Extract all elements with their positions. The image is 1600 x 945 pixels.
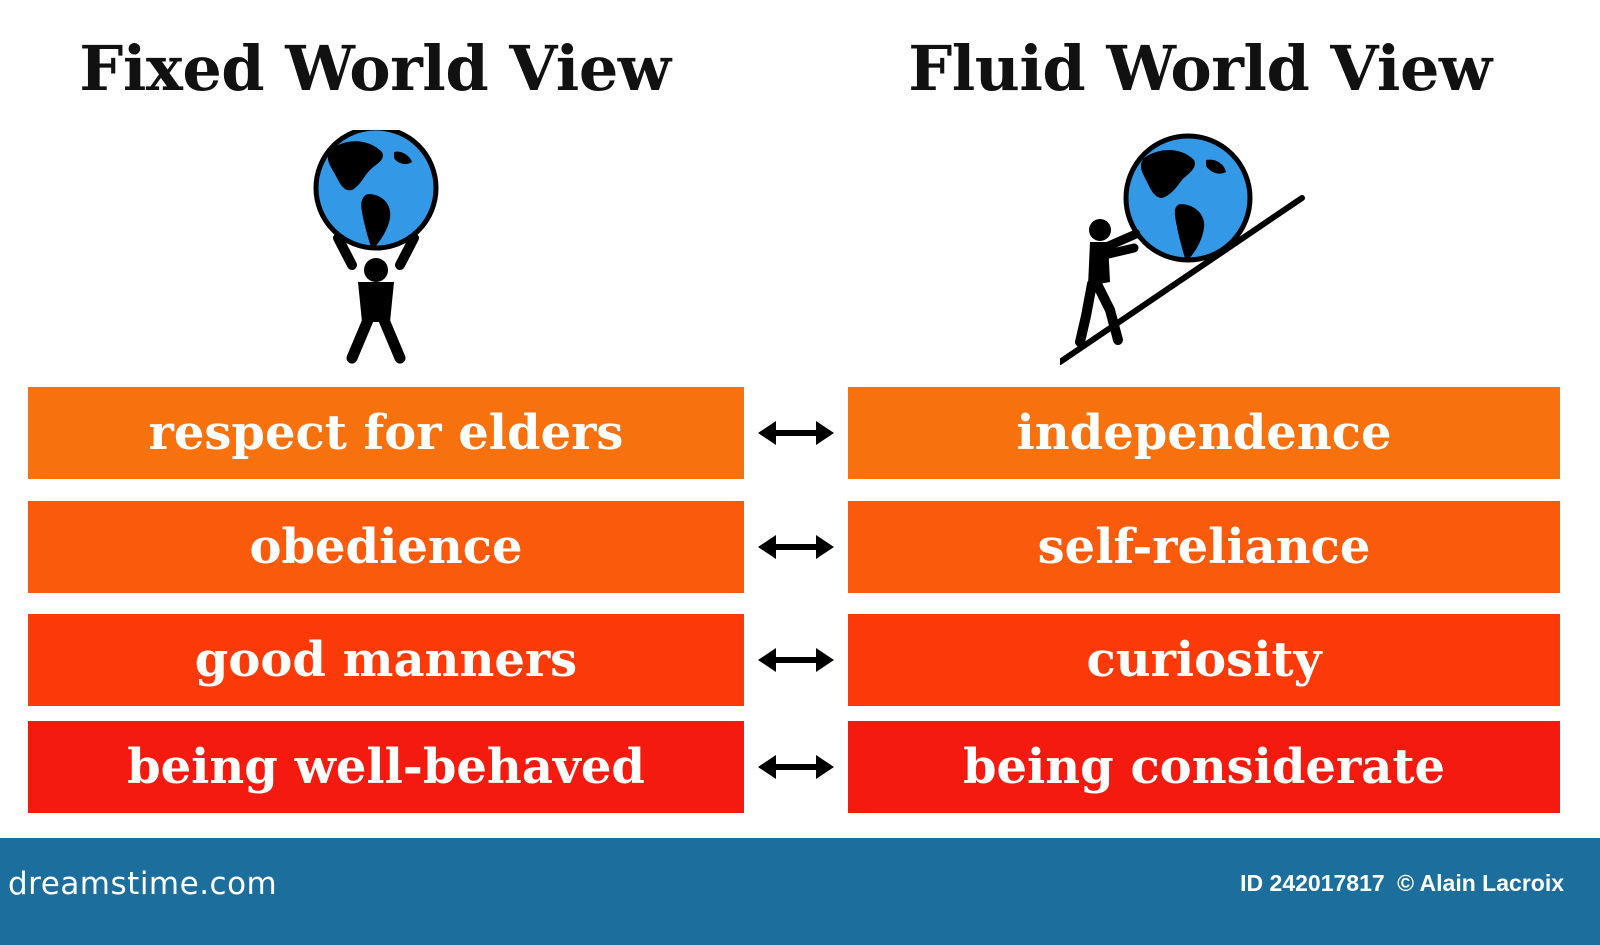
- double-arrow-icon: [756, 640, 836, 680]
- value-row: obedience self-reliance: [28, 501, 1560, 593]
- person-holding-globe-icon: [290, 125, 490, 375]
- value-row: respect for elders independence: [28, 387, 1560, 479]
- fluid-world-view-heading: Fluid World View: [908, 31, 1492, 105]
- double-arrow-icon: [756, 413, 836, 453]
- fluid-value-box: being considerate: [848, 721, 1560, 813]
- copyright-text: © Alain Lacroix: [1397, 870, 1564, 896]
- footer-bar: dreamstime.com ID 242017817 © Alain Lacr…: [0, 838, 1600, 945]
- double-arrow-icon: [756, 747, 836, 787]
- fixed-world-view-heading: Fixed World View: [79, 31, 671, 105]
- value-row: being well-behaved being considerate: [28, 721, 1560, 813]
- fluid-value-box: independence: [848, 387, 1560, 479]
- fluid-value-box: curiosity: [848, 614, 1560, 706]
- image-id: ID 242017817: [1240, 870, 1385, 896]
- value-row: good manners curiosity: [28, 614, 1560, 706]
- person-pushing-globe-uphill-icon: [1057, 130, 1340, 375]
- fluid-value-box: self-reliance: [848, 501, 1560, 593]
- double-arrow-icon: [756, 527, 836, 567]
- footer-brand[interactable]: dreamstime.com: [8, 866, 278, 902]
- fixed-value-box: obedience: [28, 501, 744, 593]
- fixed-value-box: good manners: [28, 614, 744, 706]
- fixed-value-box: being well-behaved: [28, 721, 744, 813]
- fixed-value-box: respect for elders: [28, 387, 744, 479]
- footer-credit: ID 242017817 © Alain Lacroix: [1240, 870, 1570, 897]
